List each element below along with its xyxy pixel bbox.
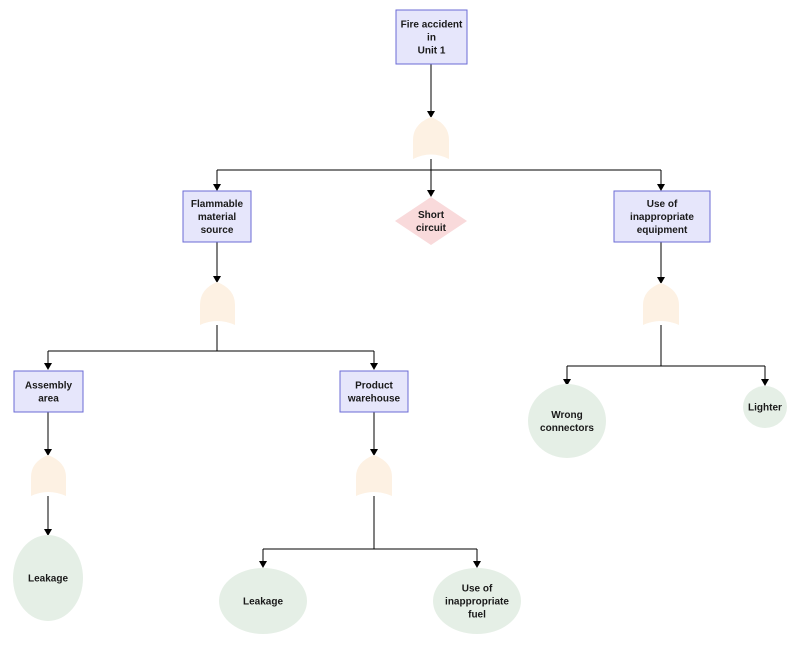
flammable-source-event: Flammable material source (182, 190, 252, 243)
assembly-area-label: Assembly area (25, 381, 73, 405)
or-gate-icon (200, 282, 235, 325)
product-warehouse-label: Product warehouse (347, 381, 401, 405)
label-line: Flammable (191, 199, 244, 210)
wrong-connectors-label: Wrong connectors (540, 410, 594, 434)
event-box (395, 9, 468, 65)
label-line: Leakage (243, 597, 283, 608)
label-line: inappropriate (445, 597, 509, 608)
leakage-assembly-event: Leakage (13, 535, 83, 621)
or-gates (31, 117, 679, 496)
basic-event-circle (433, 568, 521, 634)
label-line: circuit (416, 223, 447, 234)
leakage-warehouse-label: Leakage (243, 597, 283, 608)
basic-event-circle (743, 386, 787, 428)
inappropriate-fuel-event: Use of inappropriate fuel (433, 568, 521, 634)
label-line: Assembly (25, 381, 73, 392)
connectors (44, 64, 769, 568)
or-gate-icon (31, 455, 66, 496)
short-circuit-label: Short circuit (416, 210, 447, 234)
label-line: Fire accident (401, 20, 463, 31)
label-line: warehouse (347, 394, 401, 405)
wrong-connectors-event: Wrong connectors (528, 384, 606, 458)
label-line: Short (418, 210, 445, 221)
flammable-source-label: Flammable material source (191, 199, 244, 236)
label-line: Wrong (551, 410, 582, 421)
label-line: Product (355, 381, 393, 392)
basic-event-circle (528, 384, 606, 458)
label-line: Leakage (28, 574, 68, 585)
event-box (613, 190, 711, 243)
label-line: connectors (540, 423, 594, 434)
or-gate-icon (643, 283, 679, 325)
label-line: in (427, 33, 436, 44)
or-gate-icon (356, 455, 392, 496)
label-line: Use of (462, 584, 493, 595)
label-line: Use of (647, 199, 678, 210)
or-gate-icon (413, 117, 449, 159)
short-circuit-event: Short circuit (395, 197, 467, 245)
inappropriate-equipment-event: Use of inappropriate equipment (613, 190, 711, 243)
inappropriate-equipment-label: Use of inappropriate equipment (630, 199, 694, 236)
leakage-warehouse-event: Leakage (219, 568, 307, 634)
label-line: area (38, 394, 59, 405)
label-line: equipment (637, 225, 688, 236)
leakage-assembly-label: Leakage (28, 574, 68, 585)
product-warehouse-event: Product warehouse (339, 370, 409, 413)
lighter-label: Lighter (748, 403, 782, 414)
label-line: Lighter (748, 403, 782, 414)
assembly-area-event: Assembly area (13, 370, 84, 413)
lighter-event: Lighter (743, 386, 787, 428)
event-box (182, 190, 252, 243)
label-line: fuel (468, 610, 486, 621)
undeveloped-event-diamond (395, 197, 467, 245)
event-box (13, 370, 84, 413)
event-box (339, 370, 409, 413)
basic-event-circle (13, 535, 83, 621)
label-line: source (201, 225, 234, 236)
inappropriate-fuel-label: Use of inappropriate fuel (445, 584, 509, 621)
label-line: material (198, 212, 237, 223)
label-line: inappropriate (630, 212, 694, 223)
basic-event-circle (219, 568, 307, 634)
label-line: Unit 1 (418, 46, 446, 57)
